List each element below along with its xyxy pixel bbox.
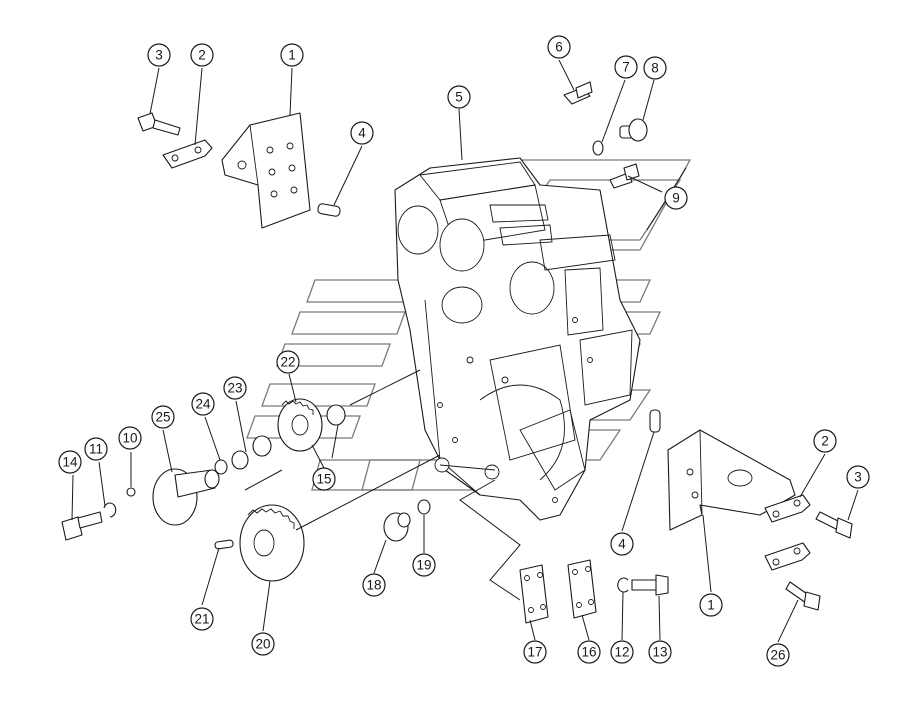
callout-8: 8 [643,56,667,80]
bearing-23 [231,435,272,470]
ball-10 [126,487,136,497]
callout-4-right: 4 [610,532,634,556]
callout-10: 10 [118,426,142,450]
bolt-14 [61,511,103,541]
callout-3-top: 3 [147,43,171,67]
cover-plate-16 [567,559,597,619]
bolt-right [815,511,853,539]
washer-15 [326,404,346,426]
bolt-6 [563,81,593,105]
callout-6-label: 6 [555,40,563,55]
callout-9-label: 9 [672,191,680,206]
callout-15-label: 15 [316,472,331,487]
lock-plate-right [764,494,811,571]
callout-19-label: 19 [416,558,431,573]
callout-18-label: 18 [366,578,381,593]
callout-20-label: 20 [255,637,270,652]
callout-10-label: 10 [122,431,137,446]
callout-1-right-label: 1 [707,598,715,613]
washer-19 [417,499,431,515]
callout-13: 13 [648,640,672,664]
callout-4-right-label: 4 [618,537,626,552]
callout-16: 16 [577,640,601,664]
callout-1-top: 1 [280,43,304,67]
callout-1-top-label: 1 [288,48,296,63]
callout-19: 19 [412,553,436,577]
callout-24-label: 24 [195,397,211,412]
cover-plate-17 [519,564,549,624]
callout-22-label: 22 [280,355,295,370]
callout-25: 25 [151,405,175,429]
snap-ring-11 [103,502,117,518]
callout-4-top: 4 [350,121,374,145]
callout-24: 24 [191,392,215,416]
callout-15: 15 [312,467,336,491]
gear-20 [239,504,305,582]
snap-ring-12 [617,577,629,593]
bolt-26 [785,581,821,611]
callout-2-top: 2 [190,43,214,67]
callout-9: 9 [664,186,688,210]
callout-21: 21 [190,607,214,631]
callout-8-label: 8 [651,61,659,76]
callouts: 1 2 3 4 5 6 7 8 9 10 11 12 13 14 15 16 1… [58,35,870,667]
washer-7 [592,140,604,156]
callout-5: 5 [447,85,471,109]
plug-18 [383,512,411,542]
leader-lines [71,59,859,643]
callout-7-label: 7 [622,60,630,75]
callout-7: 7 [614,55,638,79]
callout-2-right-label: 2 [821,434,829,449]
mounting-bracket-left [221,112,311,229]
bolt-13 [631,574,669,596]
bolt-9 [609,163,640,189]
callout-25-label: 25 [155,410,170,425]
callout-18: 18 [362,573,386,597]
callout-12: 12 [610,640,634,664]
callout-11-label: 11 [89,442,103,457]
gearbox-housing [394,157,641,521]
callout-3-right: 3 [846,465,870,489]
pin-21 [214,539,234,550]
callout-21-label: 21 [194,612,209,627]
callout-2-right: 2 [813,429,837,453]
bolt-left [137,112,181,136]
callout-4-top-label: 4 [358,126,366,141]
callout-17-label: 17 [527,645,542,660]
callout-3-top-label: 3 [155,48,163,63]
callout-3-right-label: 3 [854,470,862,485]
callout-6: 6 [547,35,571,59]
plug-8 [619,118,648,142]
ring-24 [214,459,228,475]
gear-22 [277,398,323,452]
hub-25 [152,468,220,526]
callout-17: 17 [523,640,547,664]
callout-26: 26 [766,643,790,667]
callout-2-top-label: 2 [198,48,206,63]
callout-14: 14 [58,450,82,474]
lock-plate-left [162,139,213,169]
callout-20: 20 [251,632,275,656]
callout-13-label: 13 [652,645,667,660]
callout-16-label: 16 [581,645,596,660]
callout-5-label: 5 [455,90,463,105]
callout-14-label: 14 [62,455,78,470]
callout-1-right: 1 [699,593,723,617]
callout-23: 23 [223,376,247,400]
callout-23-label: 23 [227,381,242,396]
dowel-pin-right [649,409,661,433]
callout-22: 22 [276,350,300,374]
callout-11: 11 [84,437,108,461]
mounting-bracket-right [667,429,796,531]
callout-26-label: 26 [770,648,785,663]
dowel-pin-top [317,203,341,217]
callout-12-label: 12 [614,645,629,660]
